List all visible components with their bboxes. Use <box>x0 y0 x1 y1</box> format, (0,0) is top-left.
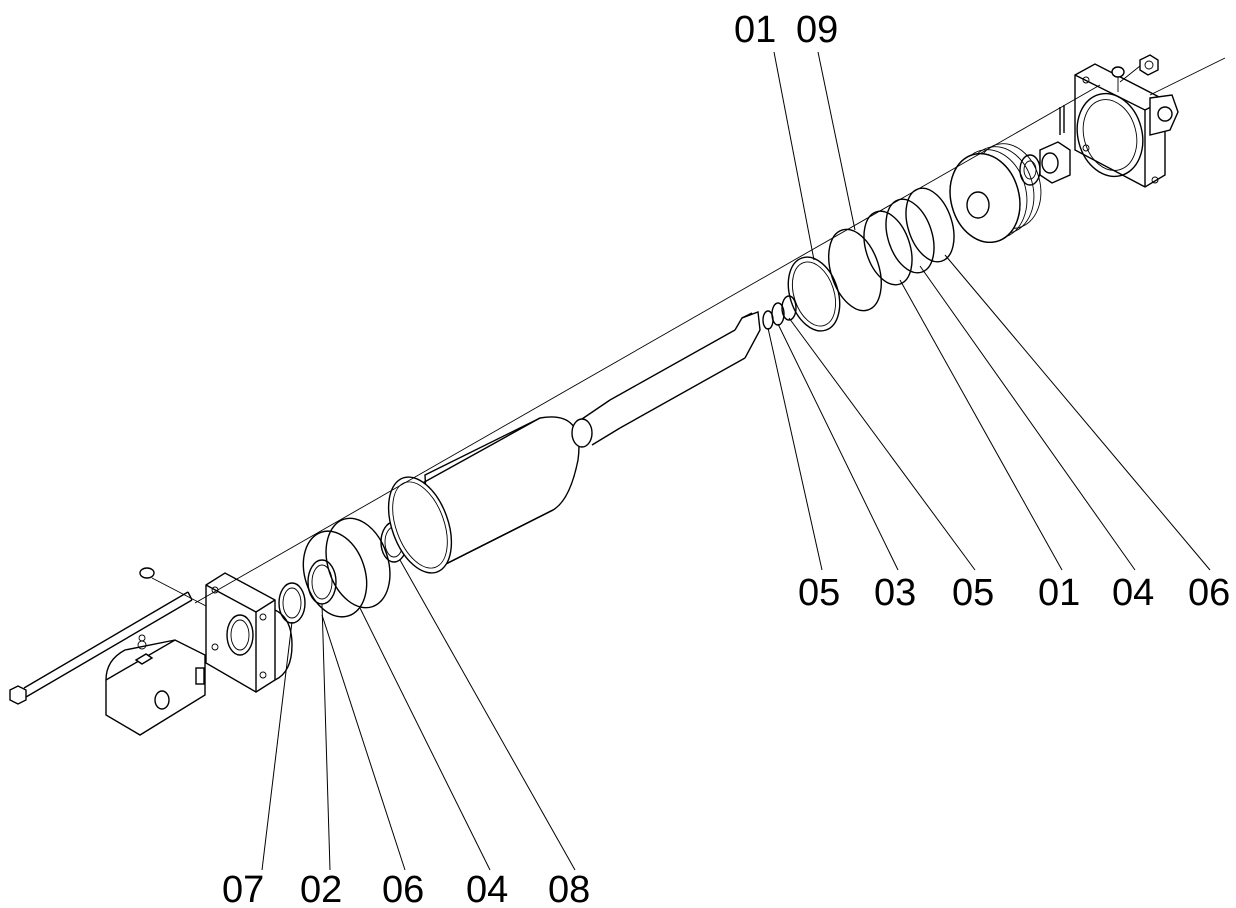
grease-nipple <box>1111 66 1125 92</box>
label-01-right: 01 <box>1038 572 1080 614</box>
left-flange <box>205 572 293 693</box>
ring-01-right <box>885 198 935 274</box>
seal-07 <box>278 582 306 624</box>
label-05-right-a: 05 <box>798 572 840 614</box>
nut-top <box>1139 54 1159 76</box>
piston-rod <box>571 311 761 448</box>
tie-rod <box>9 591 193 705</box>
right-end-cap <box>1074 63 1179 188</box>
leader-lines <box>261 51 1211 871</box>
label-06-right: 06 <box>1188 572 1230 614</box>
ring-06-left <box>302 530 368 618</box>
part-labels-bottom: 07 02 06 04 08 <box>222 869 590 908</box>
label-03-right: 03 <box>874 572 916 614</box>
label-08-bottom: 08 <box>548 869 590 908</box>
ring-04-left <box>325 517 391 609</box>
axis-lines <box>194 57 1226 604</box>
label-06-bottom: 06 <box>382 869 424 908</box>
label-09-top: 09 <box>796 9 838 51</box>
label-02-bottom: 02 <box>300 869 342 908</box>
ring-05-right <box>863 210 913 286</box>
castle-nut <box>1039 141 1071 184</box>
ring-01-center <box>787 256 841 332</box>
part-labels-right: 05 03 05 01 04 06 <box>798 572 1230 614</box>
label-04-bottom: 04 <box>466 869 508 908</box>
label-07-bottom: 07 <box>222 869 264 908</box>
cylinder-barrel <box>387 416 580 574</box>
small-screw-left <box>139 567 207 607</box>
piston-head <box>949 143 1042 244</box>
part-labels-top: 01 09 <box>734 9 838 51</box>
end-block <box>105 634 206 736</box>
cotter-pin <box>1059 105 1065 135</box>
label-01-top: 01 <box>734 9 776 51</box>
label-04-right: 04 <box>1112 572 1154 614</box>
ring-09 <box>828 228 882 312</box>
label-05-right-b: 05 <box>952 572 994 614</box>
